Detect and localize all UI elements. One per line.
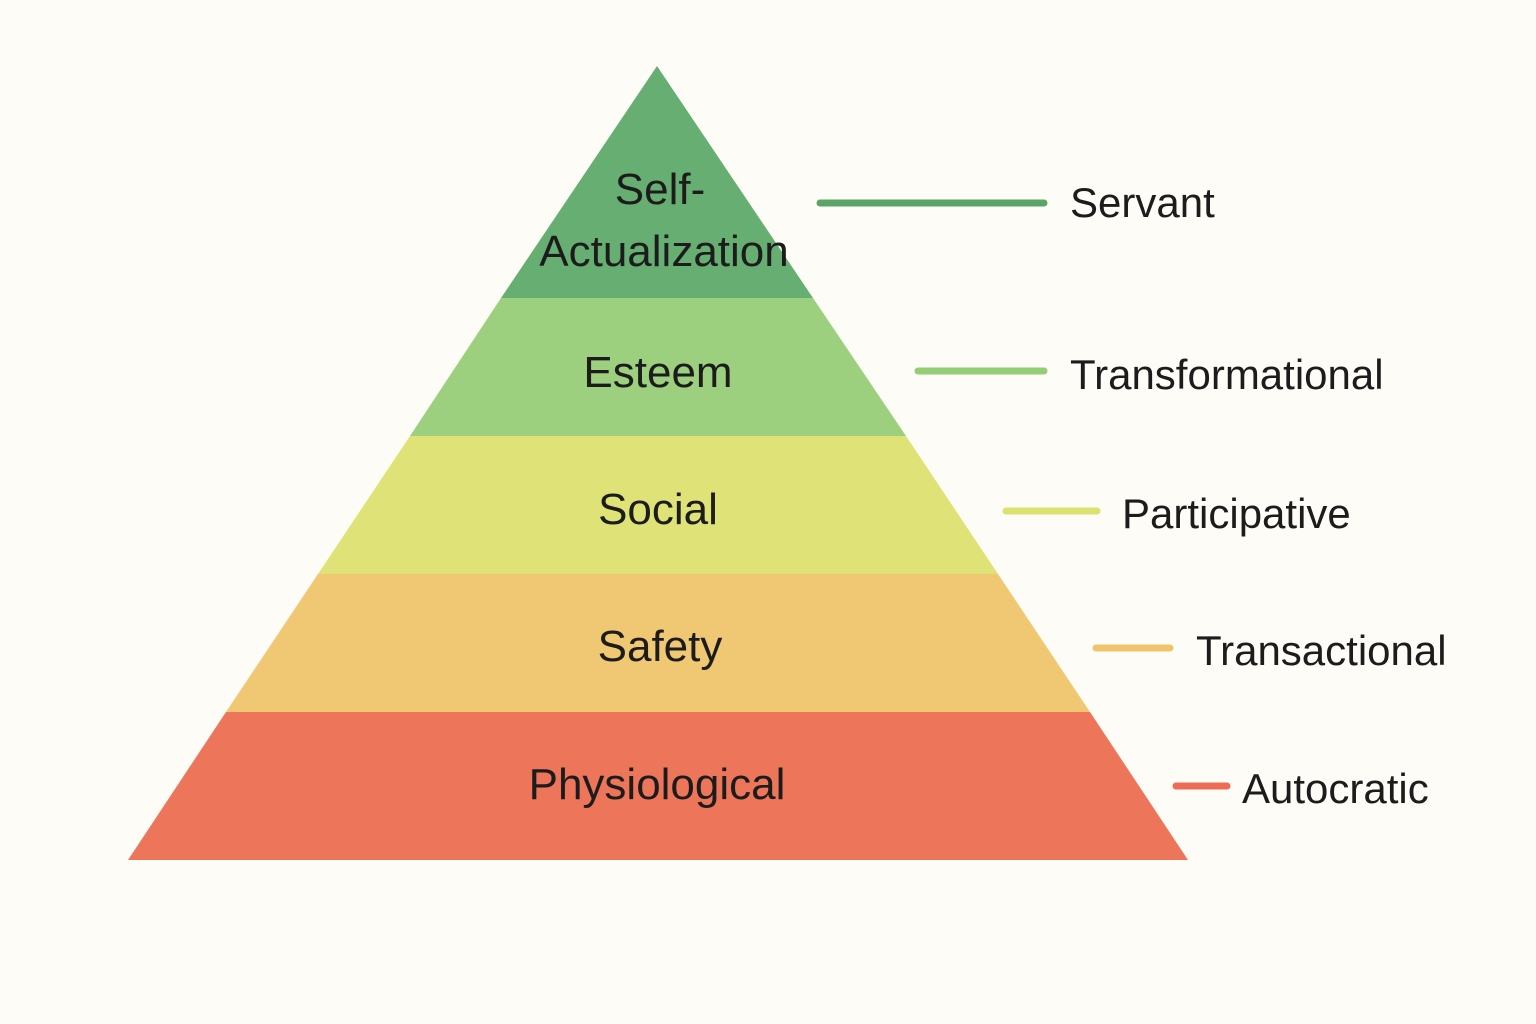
- style-label-transformational: Transformational: [1070, 351, 1384, 398]
- style-label-transactional: Transactional: [1196, 627, 1447, 674]
- tier-physiological: [128, 712, 1188, 860]
- style-label-servant: Servant: [1070, 179, 1215, 226]
- level-label-physiological: Physiological: [529, 760, 786, 809]
- level-label-safety: Safety: [598, 622, 723, 671]
- level-label-social: Social: [598, 485, 718, 534]
- tier-social: [318, 436, 998, 574]
- style-label-autocratic: Autocratic: [1242, 765, 1429, 812]
- style-label-participative: Participative: [1122, 490, 1351, 537]
- tier-esteem: [410, 298, 906, 436]
- tier-self-actualization: [501, 66, 813, 298]
- level-label-self: Self-: [615, 165, 705, 214]
- level-label-esteem: Esteem: [583, 348, 732, 397]
- level-label-actualization: Actualization: [539, 227, 788, 276]
- tier-safety: [226, 574, 1090, 712]
